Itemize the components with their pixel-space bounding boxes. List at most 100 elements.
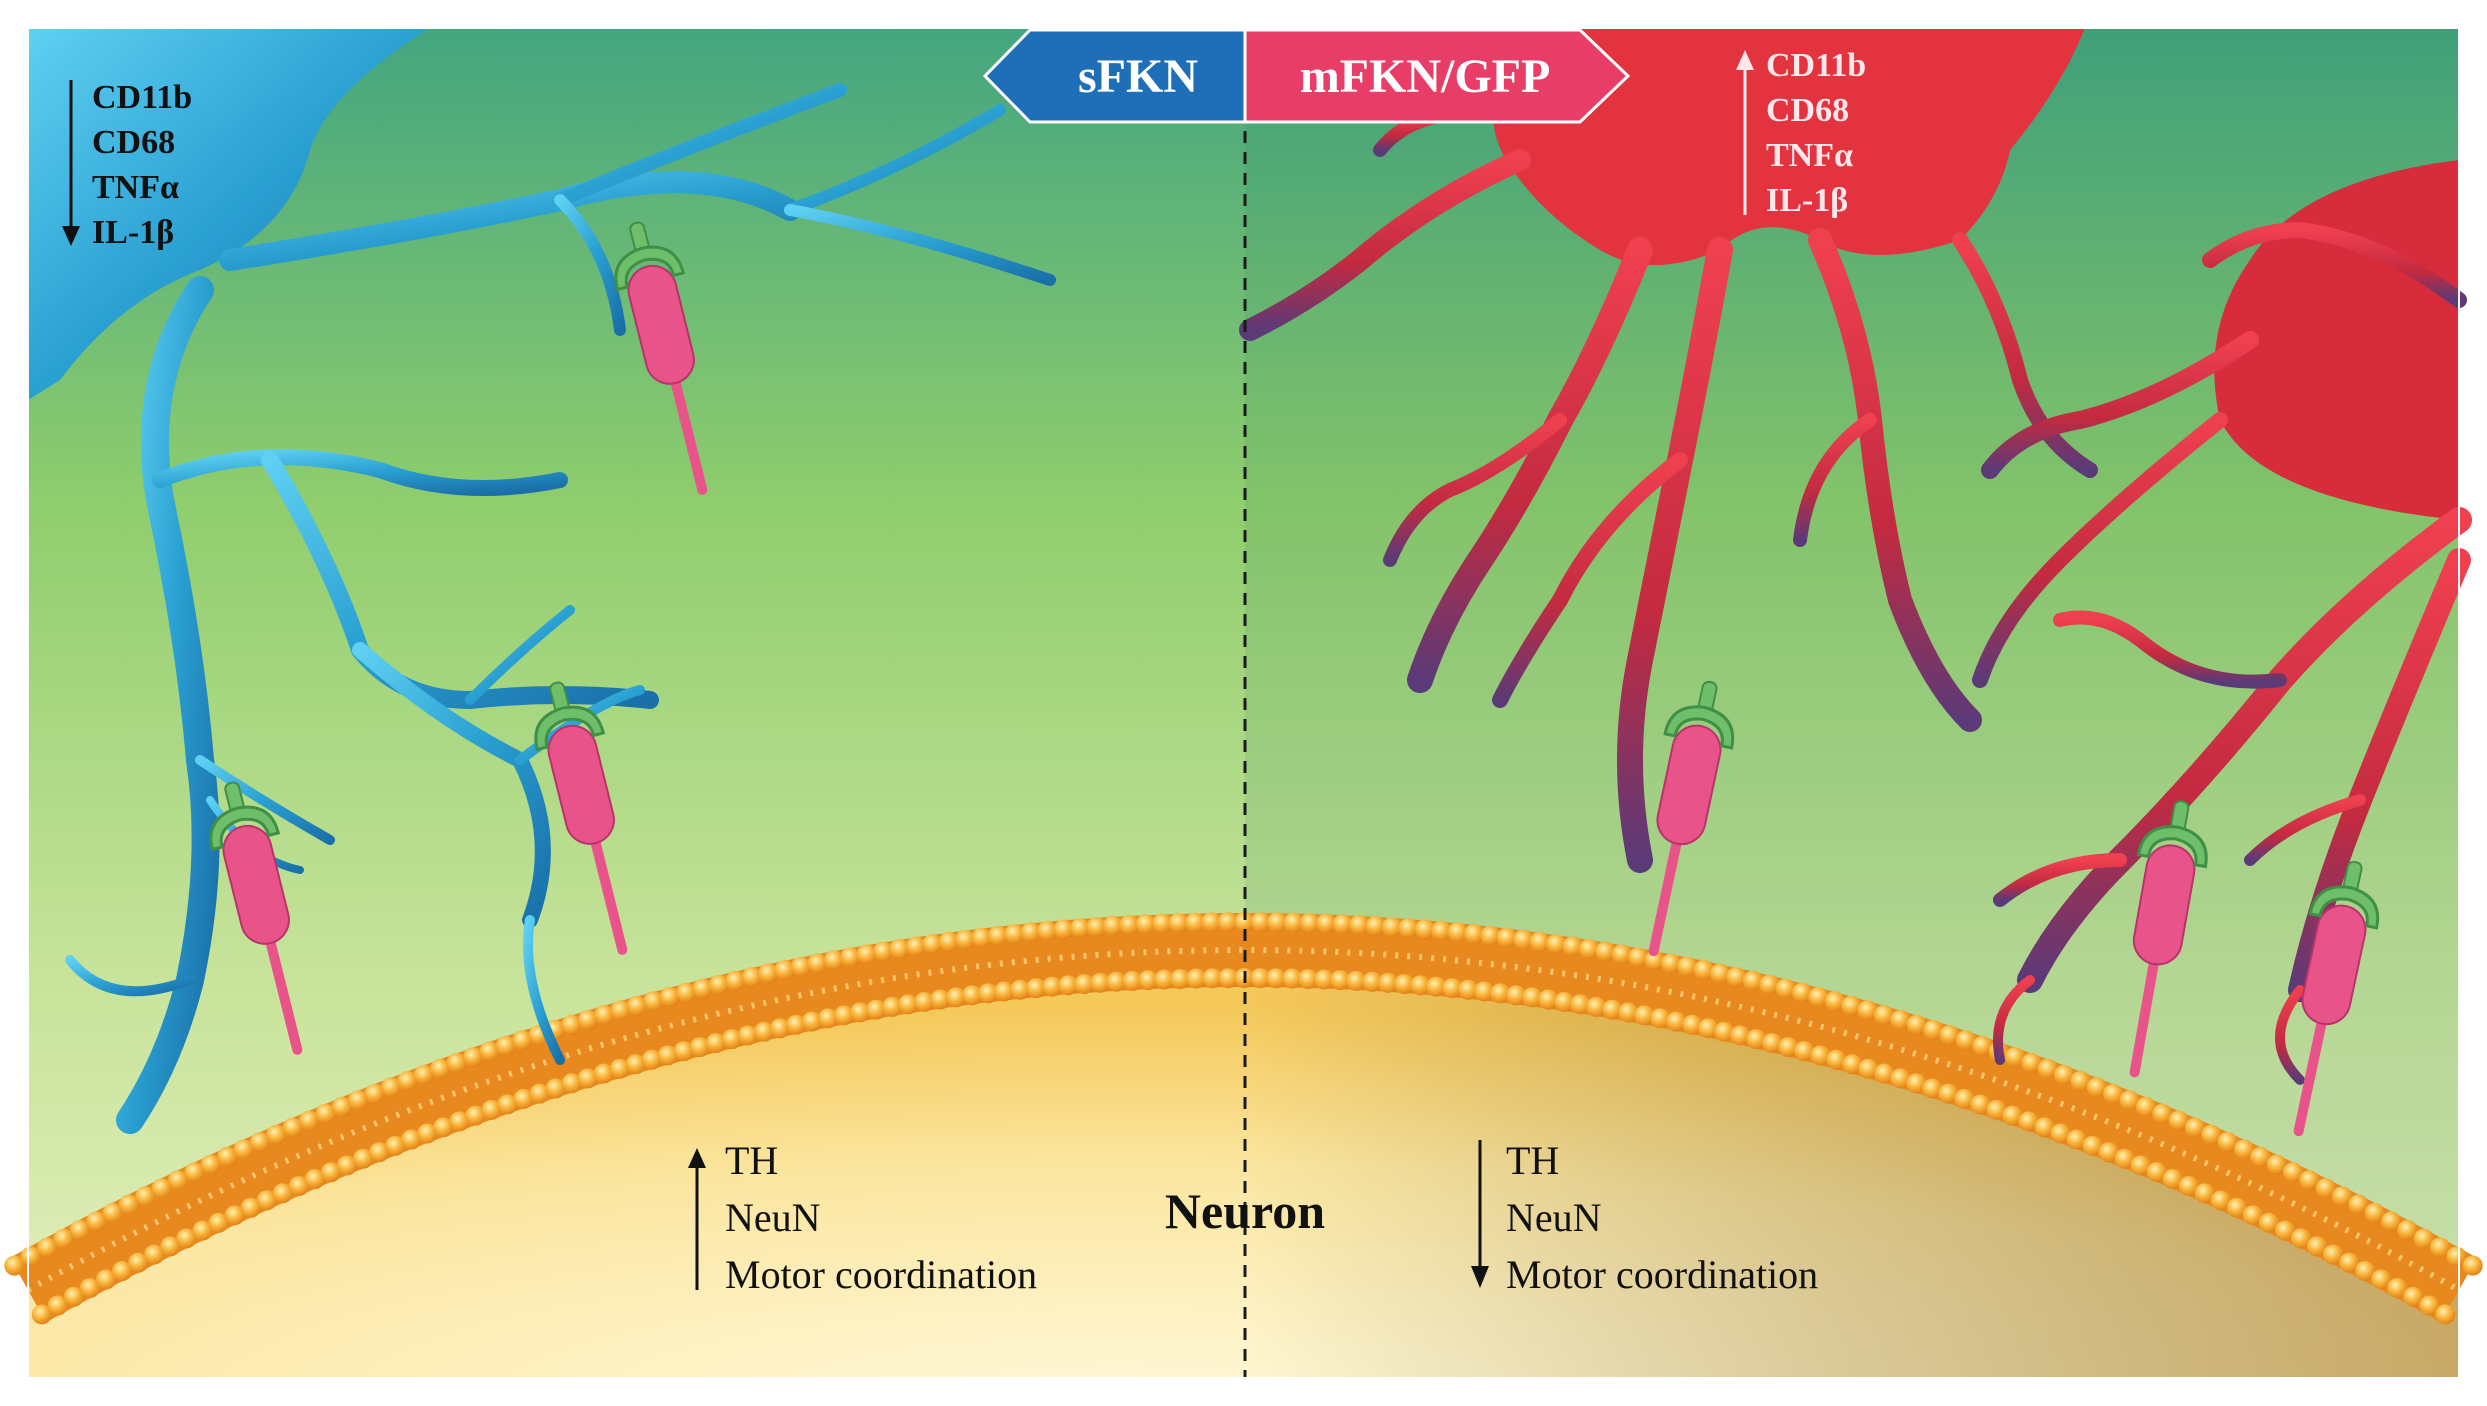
membrane-bead	[1202, 968, 1223, 989]
membrane-bead	[1138, 970, 1159, 991]
membrane-bead	[2258, 1212, 2279, 1233]
membrane-bead	[200, 1154, 221, 1175]
membrane-bead	[2387, 1278, 2408, 1298]
membrane-bead	[905, 936, 926, 957]
membrane-bead	[2397, 1220, 2418, 1240]
membrane-bead	[898, 994, 919, 1015]
membrane-bead	[1586, 996, 1607, 1017]
receptor-body	[2132, 844, 2196, 966]
membrane-bead	[946, 987, 967, 1008]
membrane-bead	[1746, 1029, 1767, 1050]
membrane-bead	[176, 1228, 197, 1249]
membrane-bead	[288, 1176, 309, 1196]
right-outcome-1: TH	[1506, 1138, 1559, 1183]
membrane-bead	[135, 1186, 156, 1207]
membrane-bead	[304, 1169, 325, 1189]
membrane-bead	[249, 1132, 270, 1152]
right-outcome-list: TH NeuN Motor coordination	[1471, 1138, 1818, 1297]
membrane-bead	[433, 1117, 454, 1138]
membrane-bead	[381, 1077, 401, 1098]
membrane-bead	[331, 1096, 352, 1117]
membrane-bead	[369, 1142, 390, 1163]
right-outcome-3: Motor coordination	[1506, 1252, 1818, 1297]
fractalkine-receptor	[209, 781, 303, 1055]
membrane-bead	[786, 1014, 807, 1035]
membrane-bead	[463, 1047, 483, 1068]
membrane-bead	[1970, 1094, 1991, 1115]
membrane-bead	[725, 970, 746, 991]
membrane-bead	[1939, 1025, 1960, 1046]
membrane-bead	[873, 941, 894, 962]
membrane-bead	[2146, 1162, 2167, 1183]
membrane-bead	[1070, 918, 1091, 939]
membrane-bead	[1447, 922, 1468, 943]
membrane-bead	[641, 1049, 662, 1070]
membrane-bead	[337, 1155, 357, 1176]
membrane-bead	[217, 1146, 238, 1167]
membrane-bead	[2364, 1202, 2385, 1223]
membrane-bead	[96, 1269, 116, 1290]
membrane-bead	[1152, 913, 1173, 934]
membrane-bead	[1382, 917, 1402, 937]
membrane-bead	[2184, 1117, 2205, 1138]
membrane-bead	[561, 1014, 582, 1035]
right-marker-4: IL-1β	[1766, 182, 1848, 219]
membrane-bead	[1857, 1000, 1878, 1021]
membrane-bead	[1602, 999, 1623, 1020]
up-arrow-icon	[688, 1148, 706, 1168]
membrane-bead	[2283, 1162, 2303, 1183]
membrane-bead	[1660, 953, 1681, 974]
membrane-bead	[2103, 1083, 2124, 1104]
membrane-bead	[1266, 968, 1287, 989]
membrane-bead	[2266, 1154, 2287, 1175]
membrane-bead	[1595, 941, 1616, 962]
membrane-bead	[2168, 1110, 2189, 1131]
membrane-bead	[1650, 1008, 1671, 1029]
membrane-bead	[1490, 983, 1511, 1004]
membrane-bead	[1778, 1037, 1799, 1057]
receptor-cup	[534, 705, 606, 752]
membrane-bead	[1394, 974, 1415, 994]
receptor-stem	[265, 938, 303, 1055]
receptor-body	[2301, 904, 2367, 1026]
membrane-bead	[144, 1244, 165, 1265]
receptor-body	[547, 724, 615, 845]
membrane-bead	[643, 991, 664, 1012]
membrane-bead	[497, 1094, 518, 1115]
right-tag-label: mFKN/GFP	[1300, 50, 1551, 103]
membrane-bead	[401, 1129, 422, 1150]
membrane-bead	[657, 1045, 678, 1066]
membrane-bead	[1026, 978, 1047, 999]
membrane-bead	[2114, 1148, 2135, 1169]
membrane-bead	[168, 1170, 188, 1191]
membrane-bead	[738, 1025, 758, 1046]
membrane-bead	[802, 1011, 823, 1032]
membrane-bead	[1730, 1025, 1751, 1046]
membrane-bead	[1170, 969, 1191, 989]
membrane-bead	[2332, 1186, 2352, 1207]
membrane-bead	[1873, 1005, 1894, 1026]
membrane-bead	[529, 1083, 550, 1104]
membrane-bead	[2307, 1236, 2327, 1257]
membrane-bead	[2201, 1124, 2222, 1145]
membrane-bead	[2098, 1142, 2119, 1163]
membrane-bead	[2178, 1176, 2199, 1196]
neuron-label: Neuron	[1165, 1183, 1325, 1239]
membrane-bead	[1710, 963, 1731, 984]
receptor-cup	[2136, 825, 2208, 869]
left-outcome-2: NeuN	[725, 1195, 821, 1240]
membrane-bead	[1250, 912, 1271, 933]
membrane-bead	[593, 1063, 614, 1084]
membrane-bead	[1775, 978, 1796, 999]
membrane-bead	[513, 1088, 534, 1109]
membrane-bead	[118, 1194, 139, 1215]
membrane-bead	[2403, 1286, 2424, 1307]
membrane-bead	[430, 1058, 451, 1079]
membrane-bead	[594, 1005, 615, 1025]
membrane-bead	[1480, 925, 1501, 946]
membrane-bead	[1554, 991, 1575, 1012]
membrane-bead	[1218, 968, 1239, 989]
membrane-bead	[86, 1211, 107, 1232]
